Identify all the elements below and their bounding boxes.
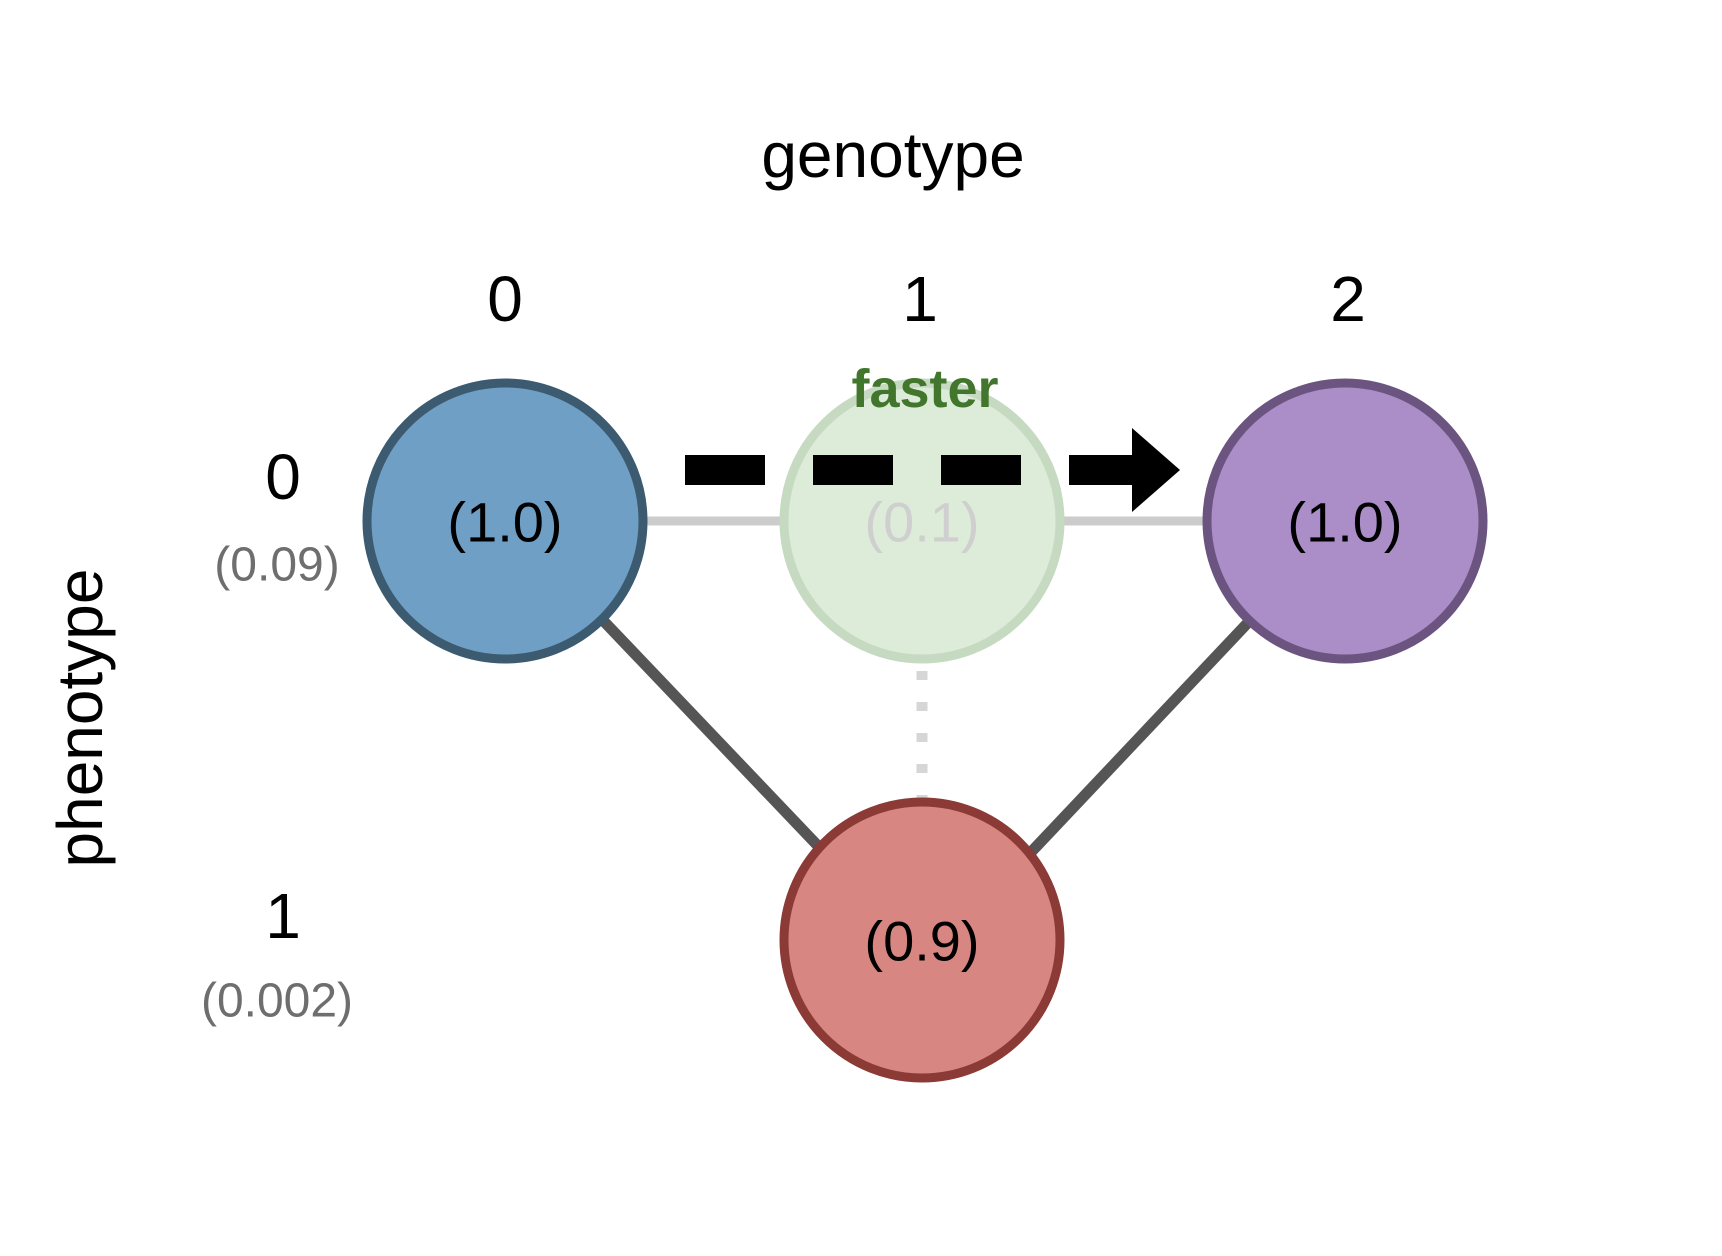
node-label-g2p0: (1.0) xyxy=(1287,490,1403,554)
node-label-g1p1: (0.9) xyxy=(864,909,980,973)
y-axis-title: phenotype xyxy=(44,568,116,868)
node-label-g1p0: (0.1) xyxy=(864,490,980,554)
node-g1p1[interactable] xyxy=(779,797,1065,1083)
arrow-shaft-dashes xyxy=(685,455,1139,485)
y-tick-1-marginal: (0.002) xyxy=(200,974,354,1028)
faster-annotation-label: faster xyxy=(851,359,999,419)
edge-g0p0-g1p1 xyxy=(591,608,864,894)
x-tick-0: 0 xyxy=(487,263,523,335)
arrow-head-icon xyxy=(1132,428,1180,512)
x-tick-2: 2 xyxy=(1330,263,1366,335)
node-g1p0[interactable] xyxy=(779,378,1065,664)
y-tick-1: 1 xyxy=(265,880,301,952)
node-g2p0[interactable] xyxy=(1202,378,1488,664)
edge-g2p0-g1p1 xyxy=(996,608,1262,889)
x-axis-title: genotype xyxy=(761,119,1025,191)
node-g0p0[interactable] xyxy=(362,378,648,664)
y-tick-0: 0 xyxy=(265,441,301,513)
x-tick-1: 1 xyxy=(902,263,938,335)
node-label-g0p0: (1.0) xyxy=(447,490,563,554)
y-tick-0-marginal: (0.09) xyxy=(214,538,340,592)
